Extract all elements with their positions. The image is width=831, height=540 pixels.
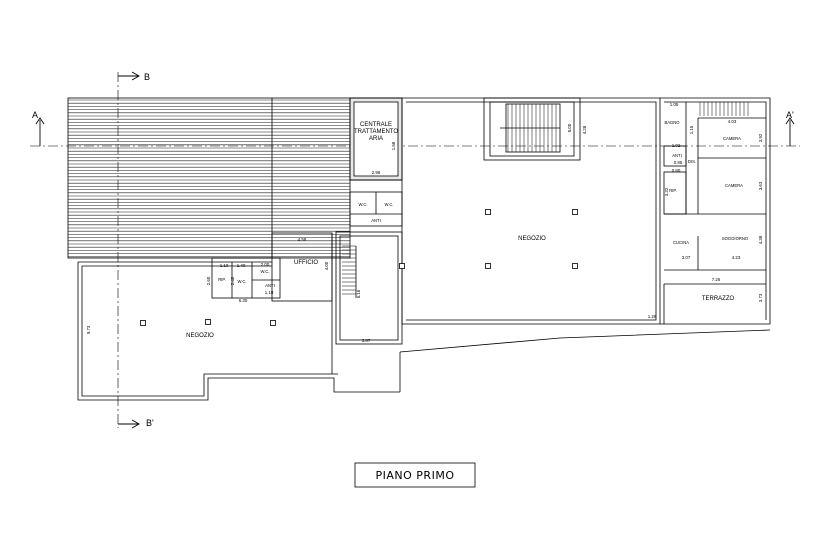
room-rip-left: RIP. [218, 277, 226, 282]
room-camera-2: CAMERA [725, 183, 743, 188]
dim-158: 1.58 [391, 141, 396, 150]
roof-hatch [68, 99, 350, 258]
office-walls [231, 262, 280, 298]
middle-staircase [342, 245, 357, 298]
room-wc-office: W.C. [260, 269, 269, 274]
dim-332: 3.32 [664, 187, 669, 196]
room-centrale-line2: TRATTAMENTO [354, 129, 398, 135]
title-block: PIANO PRIMO [354, 462, 476, 488]
roof-outline [67, 97, 351, 259]
dimension-labels: 2.96 1.58 5.00 4.28 4.58 4.00 2.60 1.10 … [86, 102, 763, 343]
room-dis: DIS. [688, 159, 696, 164]
room-cucina: CUCINA [673, 240, 689, 245]
dim-115: 1.15 [689, 125, 694, 134]
room-bagno: BAGNO [664, 120, 680, 125]
dim-373: 3.73 [758, 293, 763, 302]
dim-363: 3.63 [758, 181, 763, 190]
dim-630: 6.30 [239, 298, 248, 303]
main-staircase [483, 97, 581, 161]
room-anti: ANTI [371, 218, 381, 223]
dim-296: 2.96 [372, 170, 381, 175]
dim-423: 4.23 [732, 255, 741, 260]
room-anti-small: ANTI [265, 283, 275, 288]
dim-307: 3.07 [682, 255, 691, 260]
section-marker-a: A [32, 110, 38, 120]
dim-105: 1.05 [670, 102, 679, 107]
room-wc-2: W.C. [384, 202, 393, 207]
room-wc-1: W.C. [358, 202, 367, 207]
dim-438: 4.38 [758, 235, 763, 244]
dim-102: 1.02 [672, 143, 681, 148]
dim-973: 9.73 [86, 325, 91, 334]
dim-200: 2.00 [261, 262, 270, 267]
section-marker-a-prime: A' [786, 110, 794, 120]
drawing-title: PIANO PRIMO [376, 469, 455, 482]
dim-403: 4.03 [728, 119, 737, 124]
dim-118: 1.18 [265, 290, 274, 295]
room-negozio-left: NEGOZIO [186, 333, 214, 339]
room-labels: CENTRALE TRATTAMENTO ARIA NEGOZIO NEGOZI… [186, 120, 749, 339]
dim-126: 1.26 [648, 314, 657, 319]
section-line-a: A A' [30, 110, 800, 147]
apartment-staircase [699, 102, 749, 116]
columns [140, 209, 578, 326]
dim-140: 1.40 [237, 263, 246, 268]
room-centrale-line1: CENTRALE [360, 122, 392, 128]
room-negozio-main: NEGOZIO [518, 236, 546, 242]
section-marker-b: B [144, 72, 150, 82]
dim-387: 3.87 [362, 338, 371, 343]
dim-085: 0.85 [674, 160, 683, 165]
room-soggiorno: SOGGIORNO [722, 236, 749, 241]
apartment-walls [663, 102, 766, 324]
dim-500: 5.00 [567, 123, 572, 132]
dim-400: 4.00 [324, 261, 329, 270]
room-rip-apt: RIP. [669, 188, 677, 193]
section-marker-b-prime: B' [146, 418, 154, 428]
dim-260: 2.60 [206, 276, 211, 285]
outer-walls [77, 97, 771, 401]
room-centrale-line3: ARIA [369, 136, 383, 142]
room-anti-apt: ANTI [672, 153, 682, 158]
dim-392: 3.92 [758, 133, 763, 142]
room-camera-1: CAMERA [723, 136, 741, 141]
dim-110: 1.10 [220, 263, 229, 268]
dim-428: 4.28 [582, 125, 587, 134]
room-wc-small: W.C. [237, 279, 246, 284]
room-ufficio: UFFICIO [294, 260, 318, 266]
dim-516: 5.16 [356, 289, 361, 298]
dim-240: 2.40 [230, 276, 235, 285]
dim-726: 7.26 [712, 277, 721, 282]
dim-080: 0.80 [672, 168, 681, 173]
section-line-b: B B' [117, 71, 154, 429]
dim-458: 4.58 [298, 237, 307, 242]
room-terrazzo: TERRAZZO [702, 296, 735, 302]
